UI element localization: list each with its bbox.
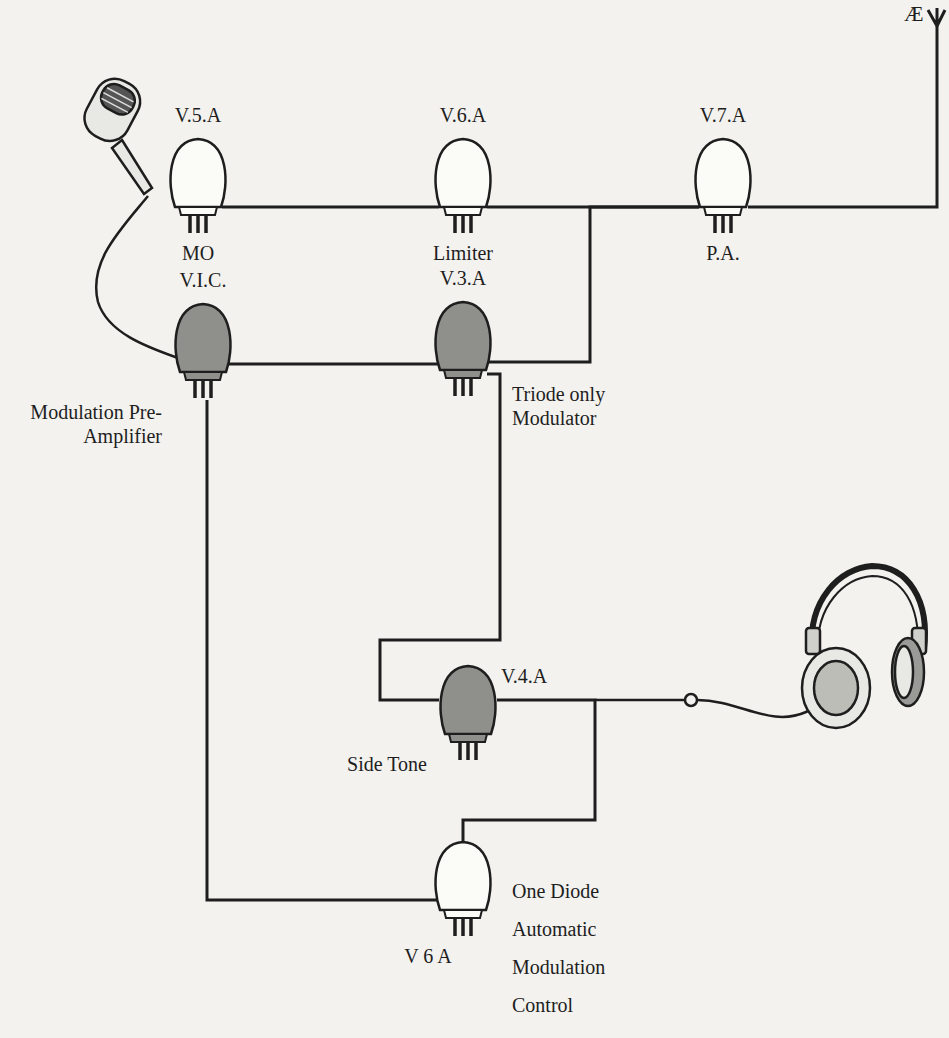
valve-symbol [430, 838, 496, 938]
valve-node: V.6.ALimiter [430, 135, 496, 235]
valve-symbol [690, 135, 756, 235]
valve-node: V.7.AP.A. [690, 135, 756, 235]
valve-label: V.7.A [673, 103, 773, 127]
aerial-symbol [748, 8, 945, 207]
valve-symbol [430, 135, 496, 235]
valve-label: V.3.A [413, 266, 513, 290]
valve-label: V.I.C. [153, 268, 253, 292]
aerial-label: Æ [904, 2, 924, 26]
wire [222, 206, 439, 209]
wire [488, 207, 699, 362]
headphones [595, 566, 926, 728]
valve-label: V 6 A [388, 944, 468, 968]
valve-function: Side Tone [287, 752, 427, 776]
valve-node: V 6 AOne Diode Automatic Modulation Cont… [430, 838, 496, 938]
valve-label: V.6.A [413, 103, 513, 127]
valve-function: One Diode Automatic Modulation Control [512, 872, 637, 1024]
valve-label: V.4.A [501, 664, 581, 688]
valve-node: V.I.C.Modulation Pre-Amplifier [170, 300, 236, 400]
valve-label: V.5.A [148, 103, 248, 127]
valve-node: V.5.AMO [165, 135, 231, 235]
wire [380, 374, 500, 700]
valve-function: Modulation Pre-Amplifier [12, 400, 162, 448]
valve-node: V.3.ATriode only Modulator [430, 298, 496, 398]
valve-function: Limiter [413, 241, 513, 265]
valve-symbol [170, 300, 236, 400]
valve-function: MO [148, 241, 248, 265]
valve-node: V.4.ASide Tone [435, 662, 501, 762]
valve-symbol [430, 298, 496, 398]
microphone [77, 72, 178, 358]
wire [228, 363, 438, 366]
valve-symbol [165, 135, 231, 235]
valve-function: Triode only Modulator [512, 382, 662, 430]
wire [207, 400, 437, 900]
valve-function: P.A. [673, 241, 773, 265]
valve-symbol [435, 662, 501, 762]
